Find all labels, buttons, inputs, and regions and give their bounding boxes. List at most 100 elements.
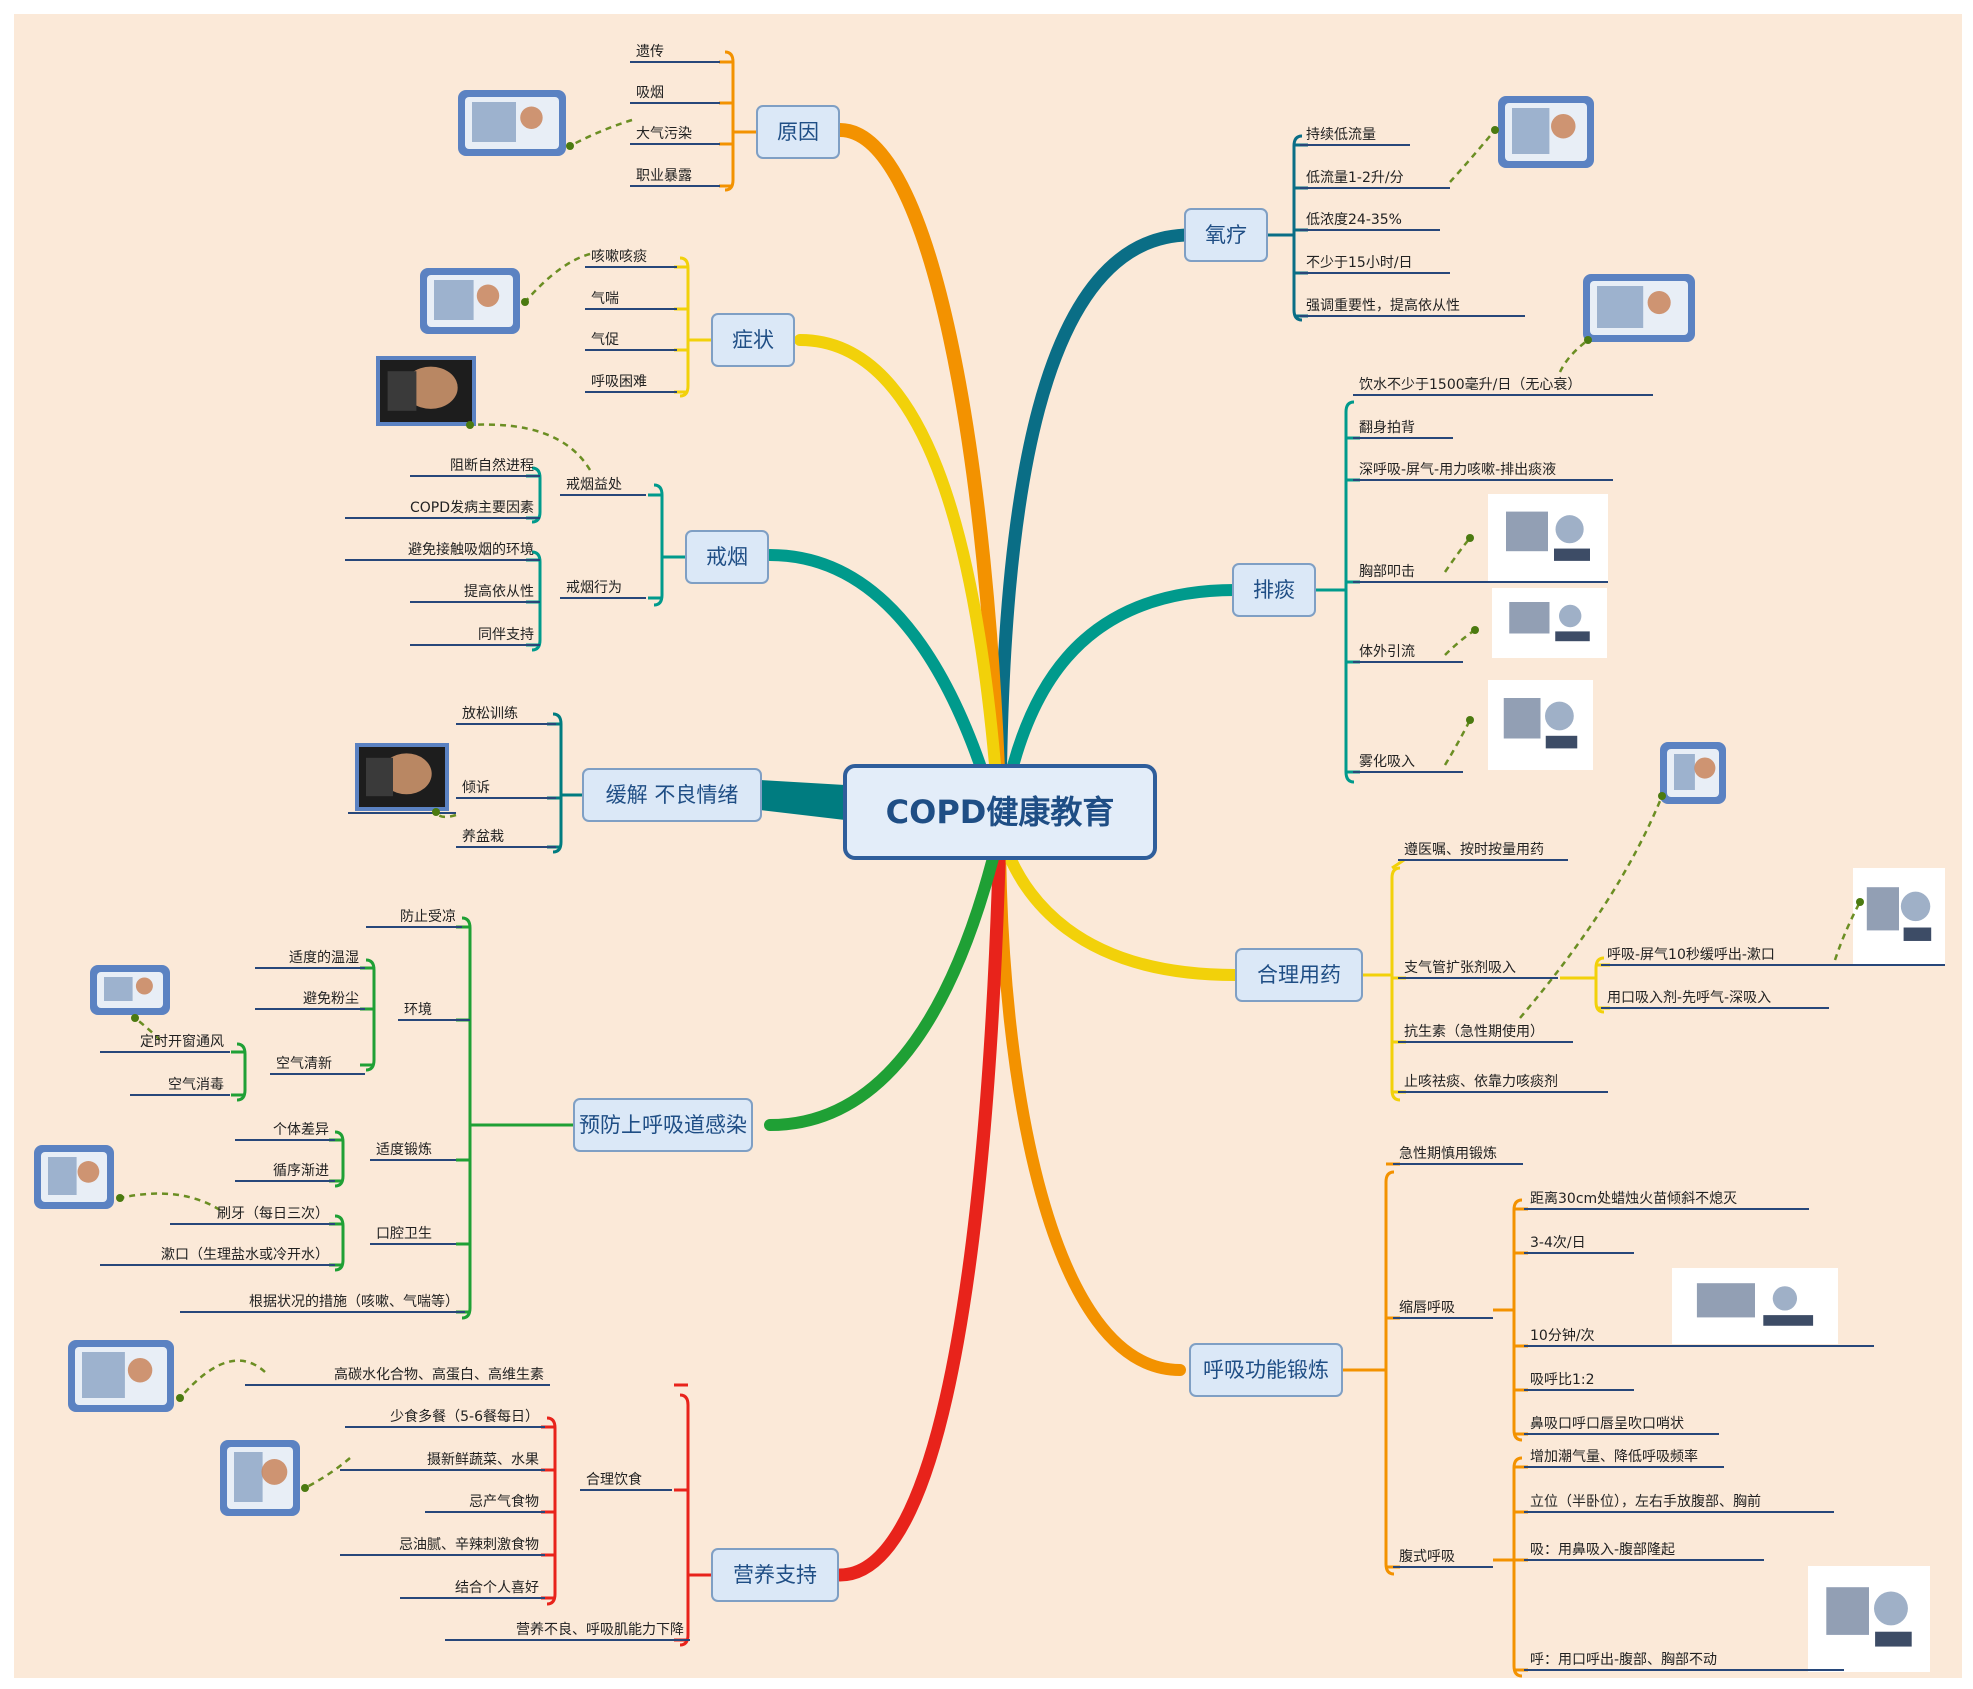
center-box (843, 764, 1157, 860)
image-detail (1763, 1315, 1814, 1326)
topic-label: 合理用药 (1257, 963, 1341, 987)
leaf-label: 立位（半卧位），左右手放腹部、胸前 (1530, 1493, 1761, 1510)
leaf-label: 个体差异 (273, 1122, 329, 1138)
image-detail (1545, 735, 1578, 749)
bracket-line (1390, 866, 1401, 1102)
topic-breathing[interactable]: 呼吸功能锻炼 (1189, 1343, 1343, 1397)
topic-reason[interactable]: 原因 (756, 105, 840, 159)
leaf-label: 倾诉 (462, 780, 490, 796)
leaf-label: 戒烟行为 (566, 580, 622, 596)
arrow-head (566, 142, 574, 150)
bracket-line (531, 466, 542, 524)
leaf-label: 腹式呼吸 (1399, 1548, 1455, 1565)
sputum-item: 胸部叩击 (1353, 564, 1608, 583)
prevent-item: 循序渐进 (235, 1163, 335, 1182)
leaf-label: 放松训练 (462, 706, 518, 722)
topic-label: 呼吸功能锻炼 (1203, 1358, 1329, 1382)
leaf-label: 避免接触吸烟的环境 (408, 541, 534, 558)
breathing-item: 吸呼比1:2 (1524, 1372, 1634, 1391)
image-link-arrow (134, 1017, 161, 1041)
topic-medication[interactable]: 合理用药 (1235, 948, 1363, 1002)
leaf-label: 咳嗽咳痰 (591, 249, 647, 265)
arrow-head (1466, 716, 1474, 724)
topic-prevent-uri[interactable]: 预防上呼吸道感染 (573, 1098, 753, 1152)
sputum-item: 体外引流 (1353, 644, 1463, 663)
leaf-label: 结合个人喜好 (455, 1580, 539, 1596)
quit-group-label: 戒烟行为 (560, 580, 646, 599)
leaf-label: 吸：用鼻吸入-腹部隆起 (1530, 1541, 1675, 1558)
topic-symptom[interactable]: 症状 (711, 313, 795, 367)
breathing-item: 增加潮气量、降低呼吸频率 (1524, 1448, 1724, 1468)
image-detail (1512, 108, 1550, 154)
leaf-label: 呼：用口呼出-腹部、胸部不动 (1530, 1651, 1717, 1668)
image-detail (1826, 1587, 1869, 1635)
leaf-label: 阻断自然进程 (450, 457, 534, 474)
leaf-label: 呼吸困难 (591, 374, 647, 390)
topic-quit-smoking[interactable]: 戒烟 (685, 530, 769, 584)
bracket-line (679, 256, 690, 398)
nutrition-item: 结合个人喜好 (400, 1580, 545, 1599)
image-detail (1694, 757, 1716, 779)
leaf-label: 饮水不少于1500毫升/日（无心衰） (1359, 376, 1581, 393)
quit-item: 同伴支持 (410, 627, 540, 646)
image-detail (261, 1459, 288, 1485)
chest-percussion-image (1488, 494, 1608, 582)
reason-item: 遗传 (630, 44, 720, 63)
prevent-item: 定时开窗通风 (100, 1033, 230, 1053)
image-detail (1597, 286, 1644, 328)
breathing-group-label: 腹式呼吸 (1393, 1548, 1493, 1568)
oxygen-item: 低浓度24-35% (1300, 212, 1440, 231)
leaf-label: 少食多餐（5-6餐每日） (390, 1408, 539, 1425)
image-link-arrow (1519, 795, 1664, 1019)
topic-nutrition[interactable]: 营养支持 (711, 1548, 839, 1602)
branch-connector-reason (833, 123, 1007, 837)
topic-box (711, 313, 795, 367)
leaf-label: 漱口（生理盐水或冷开水） (161, 1247, 329, 1263)
symptom-item: 咳嗽咳痰 (585, 249, 677, 268)
arrow-head (1491, 126, 1499, 134)
breathing-group-label: 缩唇呼吸 (1393, 1300, 1493, 1319)
topic-oxygen[interactable]: 氧疗 (1184, 208, 1268, 262)
postural-drainage-image (1492, 588, 1607, 658)
arrow-head (301, 1484, 309, 1492)
bracket-line (461, 916, 472, 1320)
bracket-line (1512, 1456, 1523, 1678)
leaf-label: 遗传 (636, 44, 664, 60)
topic-mood[interactable]: 缓解 不良情绪 (582, 768, 762, 822)
prevent-group-label: 环境 (398, 1002, 470, 1021)
arrow-head (521, 298, 529, 306)
mood-item: 倾诉 (456, 780, 556, 799)
prevent-group-label: 口腔卫生 (370, 1226, 456, 1245)
medication-item: 止咳祛痰、依靠力咳痰剂 (1398, 1074, 1608, 1093)
oxygen-tank-image (1498, 96, 1594, 168)
arrow-head (466, 421, 474, 429)
topic-box (1189, 1343, 1343, 1397)
vegetables-image (220, 1440, 300, 1516)
leaf-label: 空气清新 (276, 1056, 332, 1072)
medication-item: 支气管扩张剂吸入 (1398, 960, 1558, 979)
arrow-head (432, 808, 440, 816)
branch-connector-nutrition (833, 823, 1007, 1582)
breathing-item: 吸：用鼻吸入-腹部隆起 (1524, 1541, 1764, 1561)
topic-box (582, 768, 762, 822)
leaf-label: 循序渐进 (273, 1163, 329, 1179)
smokestack-image (458, 90, 566, 156)
leaf-label: 10分钟/次 (1530, 1327, 1595, 1344)
nutrition-group-label: 合理饮食 (580, 1471, 672, 1491)
center-topic[interactable]: COPD健康教育 (843, 764, 1157, 860)
image-link-arrow (304, 1457, 351, 1490)
leaf-label: 适度锻炼 (376, 1142, 432, 1158)
topic-sputum[interactable]: 排痰 (1232, 563, 1316, 617)
nebulizer-image (1488, 680, 1593, 770)
leaf-label: 环境 (404, 1002, 432, 1018)
image-detail (135, 977, 153, 995)
image-detail (1903, 927, 1932, 941)
leaf-label: 提高依从性 (464, 583, 534, 600)
image-detail (403, 366, 458, 409)
topic-label: 营养支持 (733, 1563, 817, 1587)
image-detail (1674, 754, 1695, 790)
image-detail (1772, 1286, 1798, 1311)
symptom-item: 呼吸困难 (585, 374, 677, 393)
arrow-head (176, 1394, 184, 1402)
prevent-item: 刷牙（每日三次） (170, 1206, 335, 1225)
